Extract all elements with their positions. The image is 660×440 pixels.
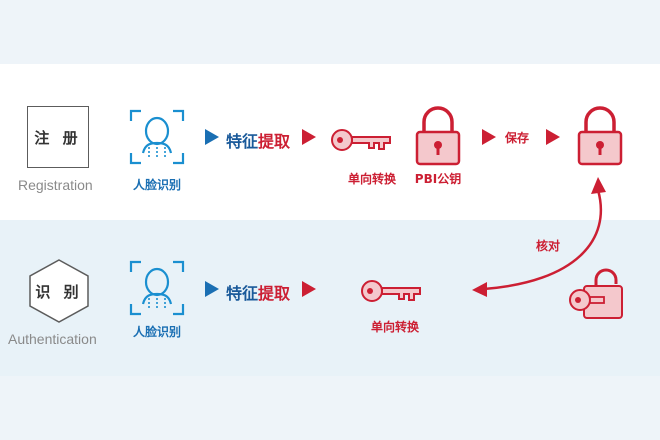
lock-icon (415, 106, 461, 166)
authentication-feature-part2: 提取 (258, 284, 291, 303)
authentication-feature-part1: 特征 (226, 284, 259, 303)
key-icon (361, 280, 421, 302)
registration-stage-label: 注 册 (34, 128, 82, 147)
save-label: 保存 (505, 131, 530, 145)
unlocked-lock-with-key-icon (569, 268, 623, 319)
key-icon (331, 129, 391, 151)
verify-label: 核对 (536, 239, 561, 253)
authentication-sub-label: Authentication (8, 331, 97, 347)
registration-face-label: 人脸识别 (132, 178, 181, 192)
registration-key-label: 单向转换 (347, 172, 396, 186)
arrow-right-icon (302, 129, 316, 145)
authentication-stage-hexagon (29, 259, 89, 323)
arrow-right-icon (205, 281, 219, 297)
arrow-right-icon (482, 129, 496, 145)
authentication-stage-label-wrap: 识 别 (26, 258, 92, 324)
registration-feature-part2: 提取 (258, 132, 291, 151)
authentication-key-label: 单向转换 (370, 320, 419, 334)
bottom-band (0, 376, 660, 440)
authentication-stage-label: 识 别 (35, 282, 83, 301)
arrow-right-icon (302, 281, 316, 297)
face-scan-icon (129, 109, 185, 165)
face-scan-icon (129, 260, 185, 316)
authentication-face-label: 人脸识别 (132, 325, 181, 339)
registration-feature-part1: 特征 (226, 132, 259, 151)
arrow-right-icon (546, 129, 560, 145)
arrow-right-icon (205, 129, 219, 145)
top-band (0, 0, 660, 64)
registration-stage-box: 注 册 (27, 106, 89, 168)
registration-lock-label: PBI公钥 (414, 172, 462, 186)
registration-feature-label: 特征提取 (226, 128, 290, 152)
authentication-feature-label: 特征提取 (226, 280, 290, 304)
registration-sub-label: Registration (18, 177, 93, 193)
authentication-band (0, 220, 660, 376)
lock-icon (577, 106, 623, 166)
